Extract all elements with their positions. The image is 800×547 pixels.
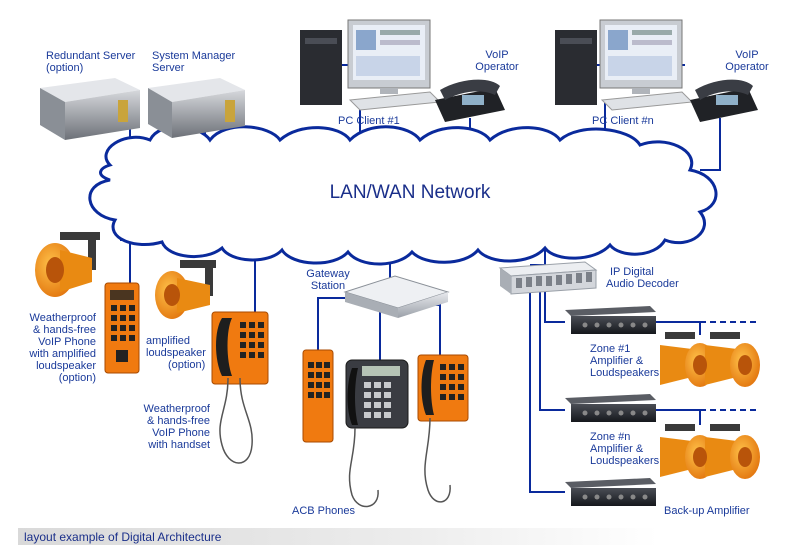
weatherproof-amplified-line-4: with amplified <box>29 348 96 360</box>
zone-1-line-2: Amplifier & <box>590 355 644 367</box>
voip-operator-phone-1 <box>435 79 505 122</box>
weatherproof-handset-line-4: with handset <box>148 439 210 451</box>
pc-client-1-label: PC Client #1 <box>338 115 400 127</box>
link-acb-3 <box>420 304 441 355</box>
weatherproof-amplified-line-2: & hands-free <box>33 324 96 336</box>
weatherproof-handset-line-3: VoIP Phone <box>152 427 210 439</box>
weatherproof-amplified-line-5: loudspeaker <box>36 360 96 372</box>
amplified-line-2: loudspeaker <box>146 347 206 359</box>
weatherproof-amplified-line-6: (option) <box>58 372 96 384</box>
weatherproof-handset-line-1: Weatherproof <box>143 403 210 415</box>
backup-amplifier <box>565 478 656 506</box>
pc-client-1 <box>300 19 442 111</box>
redundant-server-line-1: Redundant Server <box>46 50 136 62</box>
voip-operator-n-label: VoIP Operator <box>722 49 772 73</box>
horn-loudspeaker-amplified <box>155 260 216 319</box>
horn-loudspeaker-left <box>35 232 100 297</box>
gateway-station-label: Gateway Station <box>300 268 356 292</box>
pc-client-n-label: PC Client #n <box>592 115 654 127</box>
zone-n-amplifier <box>565 394 656 422</box>
zone-n-loudspeakers <box>660 424 760 479</box>
ip-digital-audio-decoder <box>498 261 598 295</box>
link-zonen-speakers <box>655 409 701 425</box>
caption-text: layout example of Digital Architecture <box>24 530 222 544</box>
weatherproof-phone-amplified <box>104 282 140 374</box>
backup-amplifier-label: Back-up Amplifier <box>664 505 750 517</box>
weatherproof-phone-handset <box>211 311 269 464</box>
link-zone1-amp <box>544 290 565 323</box>
amplified-line-1: amplified <box>146 335 191 347</box>
voip-operator-n-line-2: Operator <box>725 61 769 73</box>
link-acb-1 <box>317 297 350 350</box>
weatherproof-amplified-label: Weatherproof & hands-free VoIP Phone wit… <box>8 312 96 384</box>
gateway-line-2: Station <box>310 280 346 292</box>
system-manager-line-1: System Manager <box>152 50 236 62</box>
network-label: LAN/WAN Network <box>329 182 491 203</box>
caption-bar: layout example of Digital Architecture <box>18 528 658 545</box>
acb-phone-grey <box>345 359 409 508</box>
acb-phone-orange-left <box>302 349 334 443</box>
zone-1-line-1: Zone #1 <box>590 343 631 355</box>
decoder-line-1: IP Digital <box>610 266 654 278</box>
gateway-station <box>343 275 450 318</box>
acb-phones-label: ACB Phones <box>292 505 355 517</box>
link-voip-operator-n <box>700 118 721 171</box>
system-manager-server <box>148 78 245 138</box>
zone-n-line-1: Zone #n <box>590 431 631 443</box>
weatherproof-amplified-line-1: Weatherproof <box>29 312 96 324</box>
redundant-server-line-2: (option) <box>46 62 84 74</box>
voip-operator-phone-n <box>690 79 758 122</box>
zone-n-label: Zone #n Amplifier & Loudspeakers <box>590 431 659 467</box>
link-zonen-amp <box>539 290 565 411</box>
voip-operator-n-line-1: VoIP <box>735 49 759 61</box>
decoder-line-2: Audio Decoder <box>606 278 679 290</box>
pc-client-n <box>555 19 694 111</box>
zone-1-loudspeakers <box>660 332 760 387</box>
zone-1-amplifier <box>565 306 656 334</box>
link-backup-amp <box>529 290 565 493</box>
weatherproof-amplified-line-3: VoIP Phone <box>38 336 96 348</box>
weatherproof-handset-label: Weatherproof & hands-free VoIP Phone wit… <box>130 403 210 451</box>
voip-operator-1-label: VoIP Operator <box>472 49 522 73</box>
system-manager-label: System Manager Server <box>152 50 235 74</box>
zone-n-line-2: Amplifier & <box>590 443 644 455</box>
system-manager-line-2: Server <box>152 62 185 74</box>
amplified-line-3: (option) <box>168 359 206 371</box>
voip-operator-1-line-2: Operator <box>475 61 519 73</box>
acb-phone-orange-right <box>417 354 469 503</box>
ip-digital-decoder-label: IP Digital Audio Decoder <box>606 266 679 290</box>
zone-1-line-3: Loudspeakers <box>590 367 660 379</box>
zone-1-label: Zone #1 Amplifier & Loudspeakers <box>590 343 659 379</box>
redundant-server-label: Redundant Server (option) <box>46 50 135 74</box>
redundant-server <box>40 78 140 140</box>
gateway-line-1: Gateway <box>306 268 350 280</box>
zone-n-line-3: Loudspeakers <box>590 455 660 467</box>
amplified-loudspeaker-label: amplified loudspeaker (option) <box>146 335 206 371</box>
voip-operator-1-line-1: VoIP <box>485 49 509 61</box>
lan-wan-cloud <box>88 125 718 266</box>
weatherproof-handset-line-2: & hands-free <box>147 415 210 427</box>
